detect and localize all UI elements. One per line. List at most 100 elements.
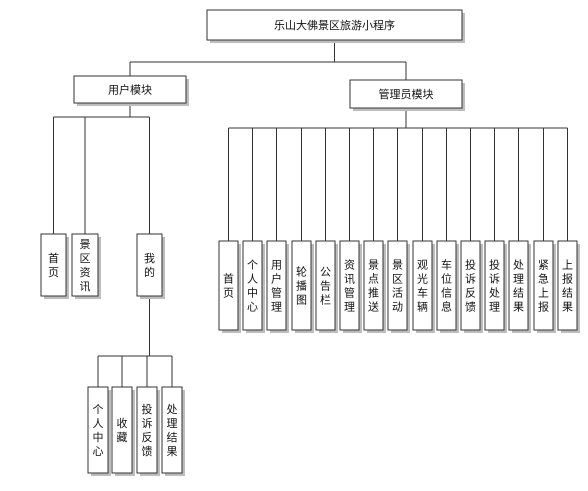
mine-item-m1-char: 人 [93, 417, 104, 430]
admin-item-a9-char: 观 [417, 259, 428, 272]
admin-item-a3: 用户管理 [266, 240, 289, 333]
admin-item-a2-char: 个 [247, 259, 258, 272]
admin-item-a11-label: 投诉反馈 [465, 258, 476, 314]
admin-module-node-box [349, 79, 463, 109]
mine-item-m4: 处理结果 [161, 386, 185, 476]
admin-item-a1-label: 首页 [223, 272, 234, 300]
root-node-box [206, 9, 463, 41]
mine-item-m4-char: 果 [167, 445, 178, 458]
admin-item-a15-char: 结 [562, 287, 573, 300]
admin-item-a4-box [291, 240, 312, 331]
admin-item-a14-char: 急 [538, 272, 549, 286]
mine-item-m1-char: 中 [93, 431, 104, 444]
mine-item-m4-char: 理 [167, 417, 178, 430]
admin-item-a7-box [363, 240, 384, 331]
mine-item-m4-box [161, 386, 183, 474]
mine-item-m3-char: 馈 [142, 445, 153, 458]
admin-item-a2: 个人中心 [242, 240, 265, 333]
user-item-u2-char: 景 [80, 238, 91, 251]
mine-item-m3-box [136, 386, 158, 474]
admin-item-a5-char: 告 [320, 280, 331, 293]
admin-item-a15: 上报结果 [557, 240, 580, 333]
admin-item-a13-char: 果 [513, 301, 524, 314]
admin-module-node: 管理员模块 [349, 79, 465, 111]
user-item-u1-label: 首页 [48, 251, 59, 279]
admin-item-a8: 景区活动 [387, 240, 410, 333]
admin-item-a3-box [266, 240, 287, 331]
user-item-u1: 首页 [40, 233, 69, 299]
mine-item-m2-char: 收 [117, 416, 128, 430]
admin-item-a9-char: 光 [417, 272, 428, 286]
admin-item-a6-box [339, 240, 360, 331]
admin-item-a7-char: 点 [368, 273, 379, 286]
user-item-u3: 我的 [136, 233, 165, 299]
user-item-u3-char: 我 [144, 252, 155, 265]
admin-item-a2-char: 中 [247, 287, 258, 300]
admin-item-a9-label: 观光车辆 [417, 259, 428, 314]
admin-item-a3-label: 用户管理 [271, 259, 282, 314]
admin-item-a7: 景点推送 [363, 240, 386, 333]
admin-item-a4-char: 轮 [296, 265, 307, 279]
admin-item-a10-box [436, 240, 457, 331]
admin-item-a1-box [218, 240, 239, 331]
admin-item-a11-box [460, 240, 481, 331]
admin-item-a11-char: 诉 [465, 273, 476, 286]
admin-item-a12: 投诉处理 [484, 240, 507, 333]
admin-item-a1-char: 首 [223, 272, 234, 286]
admin-item-a3-char: 用 [271, 259, 282, 272]
admin-item-a7-label: 景点推送 [368, 259, 379, 314]
admin-item-a12-char: 处 [489, 287, 500, 300]
mine-item-m1-char: 个 [93, 403, 104, 416]
admin-item-a11-char: 馈 [465, 301, 476, 314]
mine-item-m1-label: 个人中心 [93, 403, 104, 458]
mine-item-m1-char: 心 [93, 445, 104, 458]
admin-item-a7-char: 推 [368, 286, 379, 300]
connector-lines [53, 40, 568, 387]
admin-item-a14-char: 上 [538, 287, 549, 300]
admin-item-a10: 车位信息 [436, 240, 459, 333]
admin-item-a8-char: 景 [392, 259, 403, 272]
admin-item-a4: 轮播图 [291, 240, 314, 333]
admin-item-a13-char: 处 [513, 259, 524, 272]
mine-item-m1: 个人中心 [87, 386, 111, 476]
user-item-u1-char: 页 [48, 266, 59, 279]
admin-item-a6-char: 管 [344, 286, 355, 300]
admin-item-a13-label: 处理结果 [513, 259, 524, 314]
admin-item-a14: 紧急上报 [533, 240, 556, 333]
admin-item-a11-char: 反 [465, 287, 476, 300]
admin-item-a3-char: 管 [271, 286, 282, 300]
user-item-u2-char: 讯 [80, 280, 91, 293]
admin-item-a2-box [242, 240, 263, 331]
admin-item-a5: 公告栏 [315, 240, 338, 333]
admin-item-a8-char: 活 [392, 287, 403, 300]
admin-item-a6-label: 资讯管理 [344, 259, 355, 314]
user-module-node-label: 用户模块 [108, 83, 152, 97]
diagram-nodes: 乐山大佛景区旅游小程序用户模块管理员模块首页景区资讯我的个人中心收藏投诉反馈处理… [40, 9, 580, 476]
root-node-label: 乐山大佛景区旅游小程序 [274, 18, 395, 32]
admin-item-a12-label: 投诉处理 [489, 258, 500, 314]
admin-item-a8-char: 区 [392, 273, 403, 286]
admin-item-a2-label: 个人中心 [247, 259, 258, 314]
root-node: 乐山大佛景区旅游小程序 [206, 9, 465, 43]
admin-item-a6-char: 讯 [344, 273, 355, 286]
user-item-u1-char: 首 [48, 251, 59, 265]
admin-item-a10-char: 信 [441, 287, 452, 300]
admin-item-a7-char: 景 [368, 259, 379, 272]
mine-item-m3: 投诉反馈 [136, 386, 160, 476]
admin-item-a14-box [533, 240, 554, 331]
admin-item-a13: 处理结果 [508, 240, 531, 333]
admin-item-a15-char: 上 [562, 259, 573, 272]
admin-item-a8-box [387, 240, 408, 331]
admin-item-a8-label: 景区活动 [392, 259, 403, 314]
admin-item-a4-char: 播 [296, 279, 307, 293]
admin-item-a13-char: 理 [513, 273, 524, 286]
mine-item-m3-char: 诉 [142, 417, 153, 430]
admin-item-a4-char: 图 [296, 294, 307, 307]
mine-item-m2: 收藏 [111, 386, 135, 476]
mine-item-m2-label: 收藏 [117, 416, 128, 444]
admin-item-a1: 首页 [218, 240, 241, 333]
admin-item-a2-char: 人 [247, 273, 258, 286]
admin-item-a15-box [557, 240, 578, 331]
mine-item-m1-box [87, 386, 109, 474]
